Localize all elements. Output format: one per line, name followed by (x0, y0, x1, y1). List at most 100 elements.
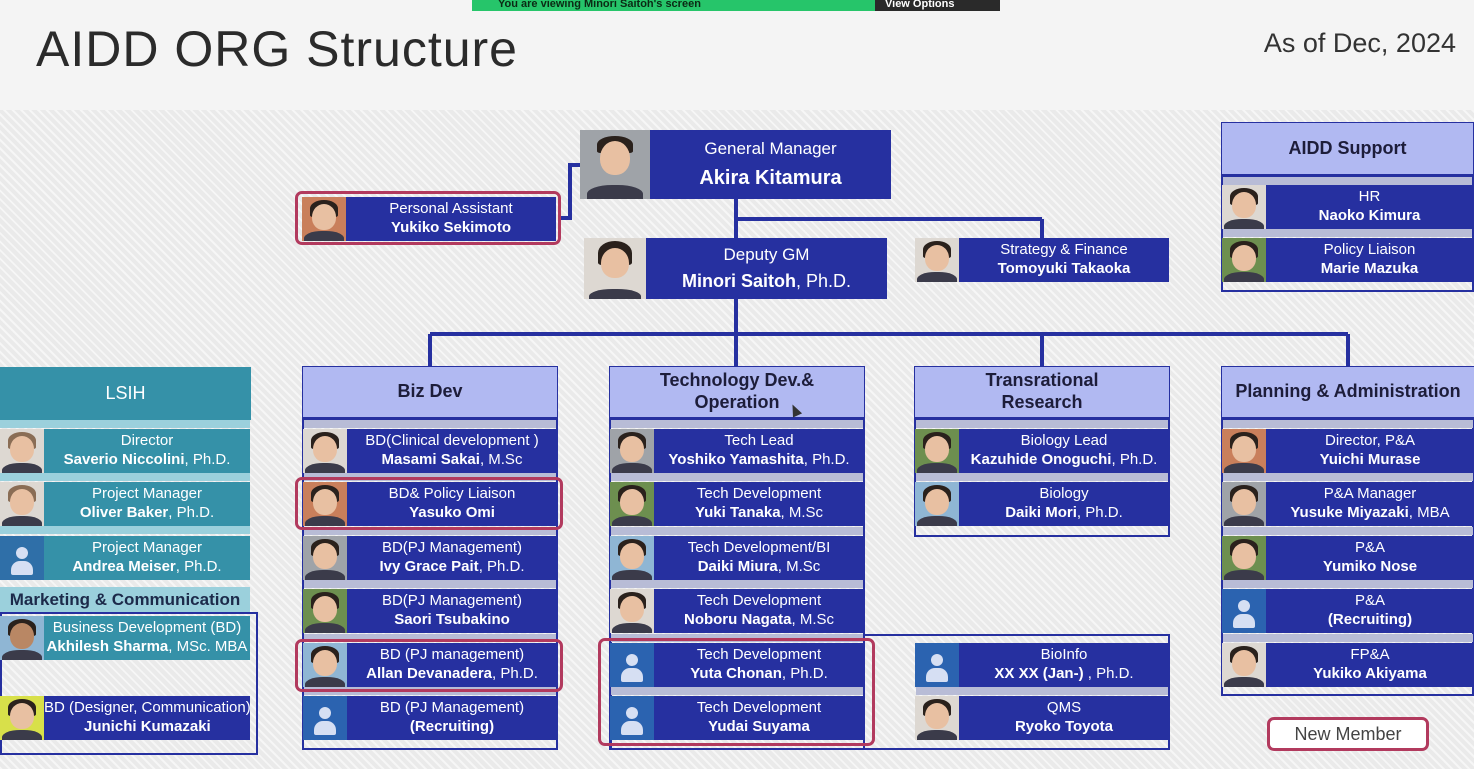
member-name: Daiki Miura (697, 558, 778, 575)
gm-role: General Manager (704, 139, 837, 159)
new-member-highlight-pa (295, 191, 561, 245)
card-lsih-pm-1: Project Manager Oliver Baker, Ph.D. (0, 482, 250, 526)
member-photo (303, 482, 347, 526)
member-name: Yukiko Akiyama (1313, 665, 1427, 682)
photo-lsih-pm-1 (0, 482, 44, 526)
photo-marketing-bd (0, 616, 44, 660)
member-role: BD(Clinical development ) (365, 432, 539, 450)
avatar-placeholder-icon (1222, 589, 1266, 633)
card-bizdev-4: BD (PJ management)Allan Devanadera, Ph.D… (303, 643, 557, 687)
gm-name: Akira Kitamura (699, 166, 842, 189)
member-role: P&A (1354, 539, 1385, 557)
member-credential: , Ph.D. (492, 665, 538, 682)
member-role: Tech Development (696, 699, 822, 717)
dgm-name: Minori Saitoh (681, 271, 796, 292)
member-role: BD(PJ Management) (381, 592, 523, 610)
new-member-highlight-techdev (598, 638, 875, 746)
member-photo (1222, 643, 1266, 687)
marketing-bd-role: Business Development (BD) (52, 619, 242, 637)
member-photo (610, 482, 654, 526)
planning-title: Planning & Administration (1222, 367, 1474, 420)
card-personal-assistant: Personal Assistant Yukiko Sekimoto (302, 197, 556, 241)
photo-strategy-finance (915, 238, 959, 282)
lsih-pm1-name: Oliver Baker (79, 504, 169, 521)
row-separator (611, 420, 863, 428)
card-bizdev-5: BD (PJ Management)(Recruiting) (303, 696, 557, 740)
photo-deputy-gm (584, 238, 646, 299)
sf-role: Strategy & Finance (1000, 241, 1128, 259)
member-photo (915, 482, 959, 526)
member-name: Yuta Chonan (690, 665, 782, 682)
member-role: BD(PJ Management) (381, 539, 523, 557)
row-separator (1223, 420, 1473, 428)
row-separator (611, 580, 863, 588)
member-role: Biology Lead (1020, 432, 1108, 450)
pa-name: Yukiko Sekimoto (390, 219, 512, 236)
member-photo (610, 536, 654, 580)
marketing-designer-role: BD (Designer, Communication) (44, 699, 250, 717)
screen-share-text: You are viewing Minori Saitoh's screen (472, 0, 875, 11)
member-photo (303, 536, 347, 580)
row-separator (611, 687, 863, 695)
member-role: Tech Development/BI (687, 539, 831, 557)
member-name: Yuichi Murase (1319, 451, 1421, 468)
row-separator (611, 527, 863, 535)
hr-name: Naoko Kimura (1318, 207, 1421, 224)
pa-role: Personal Assistant (389, 200, 513, 218)
card-strategy-finance: Strategy & Finance Tomoyuki Takaoka (915, 238, 1169, 282)
lsih-pm2-suffix: , Ph.D. (175, 558, 222, 575)
member-name: Yasuko Omi (409, 504, 495, 521)
member-credential: , Ph.D. (1087, 665, 1134, 682)
member-credential: , Ph.D. (803, 451, 850, 468)
support-title: AIDD Support (1222, 123, 1473, 177)
as-of-date: As of Dec, 2024 (1263, 28, 1456, 58)
photo-lsih-director (0, 429, 44, 473)
lsih-director-suffix: , Ph.D. (184, 451, 231, 468)
member-role: BD (PJ Management) (379, 699, 525, 717)
member-photo (610, 589, 654, 633)
marketing-title: Marketing & Communication (0, 587, 250, 612)
row-separator (1223, 527, 1473, 535)
member-credential: , M.Sc (777, 558, 821, 575)
bizdev-title: Biz Dev (303, 367, 557, 420)
techdev-title: Technology Dev.& Operation (610, 367, 864, 420)
member-role: Tech Development (696, 646, 822, 664)
member-role: Tech Development (696, 485, 822, 503)
card-lsih-director: Director Saverio Niccolini, Ph.D. (0, 429, 250, 473)
member-credential: , MBA (1408, 504, 1450, 521)
row-separator (304, 580, 556, 588)
card-bizdev-3: BD(PJ Management)Saori Tsubakino (303, 589, 557, 633)
new-member-highlight-allan (295, 639, 563, 692)
member-photo (915, 696, 959, 740)
lsih-director-role: Director (120, 432, 174, 450)
card-hr: HR Naoko Kimura (1222, 185, 1473, 229)
hr-role: HR (1358, 188, 1381, 206)
member-name: Yusuke Miyazaki (1290, 504, 1409, 521)
member-role: Tech Development (696, 592, 822, 610)
member-role: BD (PJ management) (379, 646, 525, 664)
dgm-role: Deputy GM (723, 245, 810, 265)
member-name: Daiki Mori (1005, 504, 1077, 521)
view-options-button[interactable]: View Options (875, 0, 1000, 11)
avatar-placeholder-icon (610, 643, 654, 687)
card-marketing-designer: BD (Designer, Communication) Junichi Kum… (0, 696, 250, 740)
member-credential: , M.Sc (479, 451, 523, 468)
row-separator (1223, 580, 1473, 588)
member-credential: , Ph.D. (781, 665, 828, 682)
member-photo (915, 429, 959, 473)
row-separator (916, 687, 1168, 695)
card-deputy-gm: Deputy GM Minori Saitoh, Ph.D. (584, 238, 887, 299)
member-role: QMS (1046, 699, 1082, 717)
member-name: Yuki Tanaka (694, 504, 781, 521)
policy-liaison-role: Policy Liaison (1323, 241, 1416, 259)
marketing-designer-name: Junichi Kumazaki (84, 718, 211, 735)
